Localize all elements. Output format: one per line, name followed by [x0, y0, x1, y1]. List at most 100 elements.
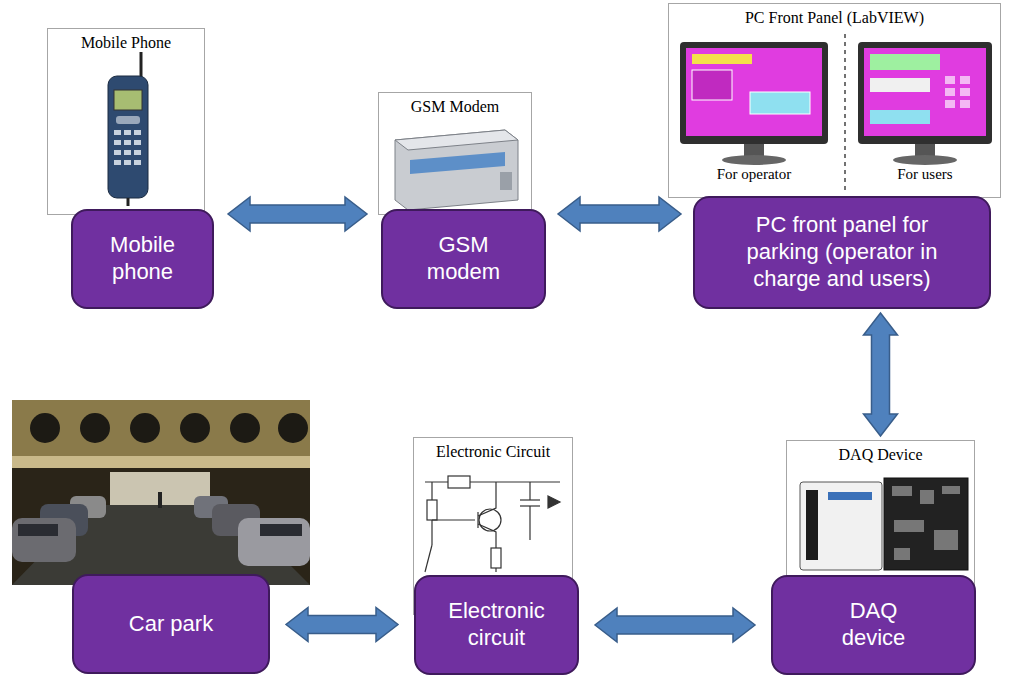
circuit-picture: [425, 481, 560, 482]
box-label: DAQ device: [819, 598, 929, 652]
carpark-photo: [30, 413, 60, 443]
card-heading: PC Front Panel (LabVIEW): [745, 9, 924, 27]
card-heading: Electronic Circuit: [436, 443, 550, 461]
daq-picture: [920, 490, 934, 504]
daq-picture: [800, 478, 968, 570]
carpark-photo: [158, 492, 162, 508]
phone-picture: [134, 160, 141, 165]
monitor-picture: [686, 48, 822, 136]
carpark-photo: [80, 413, 110, 443]
daq-picture: [894, 548, 910, 560]
circuit-picture: [520, 499, 540, 500]
circuit-picture: [548, 496, 560, 508]
phone-picture: [127, 198, 130, 206]
monitor-picture: [858, 42, 992, 144]
card-heading: GSM Modem: [411, 98, 499, 116]
circuit-picture: [495, 568, 496, 572]
monitor-picture: [692, 54, 752, 64]
carpark-photo: [180, 413, 210, 443]
card-heading: Mobile Phone: [81, 34, 171, 52]
circuit-picture: [425, 476, 560, 572]
monitor-picture: [692, 70, 732, 100]
carpark-photo: [12, 400, 310, 585]
card-ground: [378, 92, 532, 215]
modem-picture: [395, 130, 518, 210]
daq-picture: [892, 486, 912, 496]
card-ground: [668, 3, 1001, 198]
panel-caption: For users: [865, 166, 985, 183]
box-label: PC front panel for parking (operator in …: [720, 212, 965, 292]
phone-picture: [114, 160, 121, 165]
phone-picture: [114, 140, 121, 145]
monitor-picture: [945, 76, 955, 84]
monitor-picture: [870, 78, 930, 92]
block-arrow: [228, 197, 367, 231]
carpark-photo: [278, 413, 308, 443]
circuit-picture: [448, 476, 470, 488]
circuit-picture: [477, 512, 478, 528]
process-box: PC front panel for parking (operator in …: [693, 196, 991, 309]
box-label: Mobile phone: [93, 232, 193, 286]
circuit-picture: [425, 545, 432, 572]
daq-picture: [892, 486, 960, 560]
block-arrow: [595, 608, 755, 642]
carpark-photo: [12, 518, 76, 562]
carpark-photo: [238, 518, 310, 566]
carpark-photo: [12, 492, 310, 566]
monitor-picture: [722, 155, 786, 165]
phone-picture: [134, 150, 141, 155]
phone-picture: [124, 140, 131, 145]
modem-picture: [395, 130, 518, 150]
carpark-photo: [130, 413, 160, 443]
circuit-picture: [529, 482, 530, 500]
monitor-picture: [945, 100, 955, 108]
phone-picture: [108, 76, 148, 198]
process-box: DAQ device: [771, 575, 976, 675]
box-label: Electronic circuit: [432, 598, 562, 652]
monitor-picture: [680, 34, 992, 190]
carpark-photo: [260, 524, 302, 536]
picture-card: Electronic circuitElectronic Circuit: [413, 437, 573, 615]
monitor-picture: [960, 88, 970, 96]
monitor-picture: [960, 100, 970, 108]
modem-picture: [410, 152, 505, 174]
process-box: Car park: [72, 574, 270, 674]
monitor-picture: [864, 48, 986, 136]
circuit-picture: [529, 506, 530, 540]
phone-picture: [116, 116, 140, 124]
carpark-photo: [18, 524, 58, 536]
phone-picture: [134, 130, 141, 135]
circuit-picture: [432, 519, 475, 520]
phone-picture: [114, 130, 141, 165]
card-ground: [47, 28, 205, 215]
block-arrow: [558, 197, 681, 231]
carpark-photo: [12, 400, 310, 460]
picture-card: GSM modemGSM Modem: [378, 92, 532, 215]
monitor-picture: [945, 88, 955, 96]
daq-picture: [884, 478, 968, 570]
process-box: GSM modem: [381, 209, 546, 309]
daq-picture: [894, 520, 924, 532]
picture-card: Mobile phoneMobile Phone: [47, 28, 205, 215]
carpark-photo: [12, 456, 310, 468]
monitor-picture: [893, 155, 957, 165]
modem-picture: [395, 130, 518, 210]
daq-picture: [942, 486, 960, 494]
monitor-picture: [750, 92, 810, 114]
monitor-picture: [960, 76, 970, 84]
phone-picture: [114, 150, 121, 155]
circuit-picture: [427, 500, 437, 520]
card-heading: DAQ Device: [839, 446, 923, 464]
monitor-picture: [844, 34, 846, 190]
circuit-picture: [478, 524, 496, 548]
monitor-picture: [945, 76, 970, 108]
picture-card: DAQ deviceDAQ Device: [786, 440, 975, 605]
phone-picture: [114, 130, 121, 135]
phone-picture: [134, 140, 141, 145]
monitor-picture: [870, 110, 930, 124]
daq-picture: [800, 482, 882, 570]
block-arrow: [864, 313, 898, 436]
monitor-picture: [680, 42, 828, 144]
carpark-photo: [12, 400, 310, 585]
